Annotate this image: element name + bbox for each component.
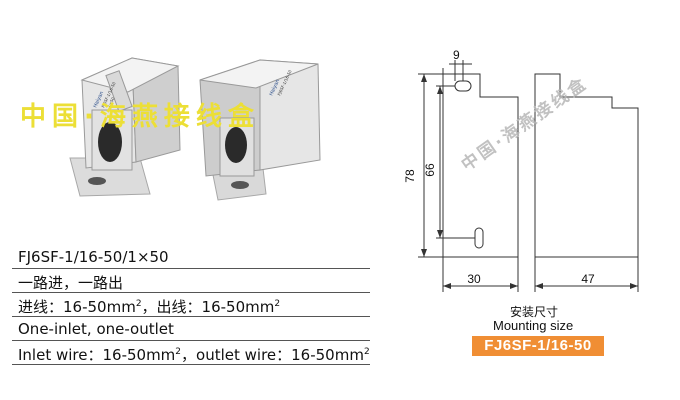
spec-wire-cn: 进线：16-50mm2，出线：16-50mm2: [18, 296, 280, 317]
divider: [12, 292, 370, 293]
wire-cn-sup-1: 2: [135, 299, 142, 309]
wire-en-sup-1: 2: [175, 347, 182, 357]
spec-wire-en: Inlet wire：16-50mm2，outlet wire：16-50mm2: [18, 344, 370, 365]
terminal-block-right: Haiyan FJ6SF-1/16-50: [199, 59, 321, 201]
mounting-title-cn: 安装尺寸: [510, 305, 559, 319]
spec-routing-cn: 一路进，一路出: [18, 274, 124, 292]
product-photo: Haiyan FJ6SF-1/16-50 1×50 Haiyan FJ6SF-1…: [69, 57, 321, 201]
left-device-rating: 1×50: [106, 96, 115, 108]
divider: [12, 268, 370, 269]
top-slot: [454, 80, 472, 92]
spec-routing-en: One-inlet, one-outlet: [18, 320, 174, 338]
wire-cn-sup-2: 2: [274, 299, 281, 309]
mounting-title-en: Mounting size: [493, 318, 574, 333]
side-view-outline: [534, 73, 639, 258]
divider: [12, 340, 370, 341]
model-badge: FJ6SF-1/16-50: [472, 336, 604, 356]
bottom-slot: [474, 227, 484, 249]
dim-overall-height: 78: [403, 169, 417, 183]
dim-slot-width: 9: [453, 48, 460, 62]
wire-en-inlet: Inlet wire：16-50mm: [18, 346, 176, 364]
wire-cn-inlet: 进线：16-50mm: [18, 298, 136, 316]
divider: [12, 316, 370, 317]
terminal-block-left: Haiyan FJ6SF-1/16-50 1×50: [69, 57, 181, 197]
watermark-left: 中国·海燕接线盒: [20, 102, 260, 132]
divider: [12, 364, 370, 365]
dimension-drawing: 9 78 66 30 47: [403, 48, 639, 292]
dim-side-depth: 47: [581, 272, 595, 286]
wire-en-sup-2: 2: [363, 347, 370, 357]
dim-front-width: 30: [467, 272, 481, 286]
wire-cn-outlet: ，出线：16-50mm: [141, 298, 275, 316]
spec-model: FJ6SF-1/16-50/1×50: [18, 248, 169, 266]
dim-hole-spacing: 66: [423, 163, 437, 177]
wire-en-outlet: ，outlet wire：16-50mm: [181, 346, 364, 364]
